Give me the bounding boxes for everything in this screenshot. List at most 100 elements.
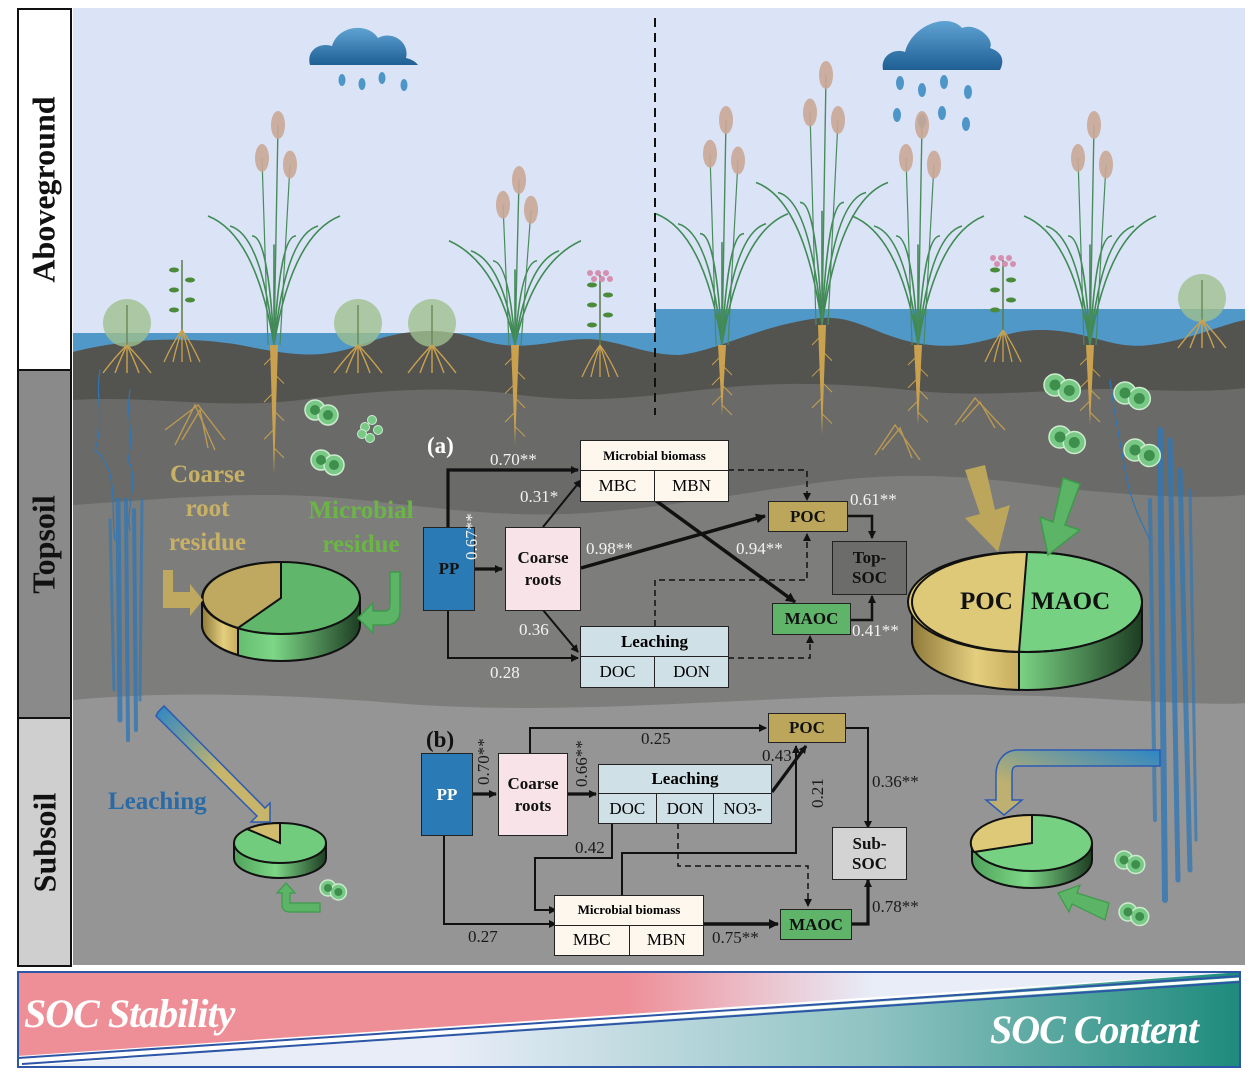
arrow-root-to-big-pie bbox=[965, 465, 1010, 552]
path-b-pp-microbial bbox=[443, 836, 557, 928]
side-label-subsoil: Subsoil bbox=[17, 717, 72, 967]
node-b-poc: POC bbox=[768, 713, 846, 743]
shrub-plant bbox=[333, 299, 383, 374]
water-channel-left bbox=[94, 369, 144, 742]
reed-plant bbox=[851, 111, 985, 425]
side-label-topsoil: Topsoil bbox=[17, 369, 72, 719]
pie-subsoil-left bbox=[233, 821, 327, 879]
arrow-root-to-pie bbox=[163, 570, 203, 616]
reed-plant bbox=[655, 106, 789, 416]
path-a-maoc-soc bbox=[850, 595, 876, 622]
big-pie-maoc-label: MAOC bbox=[1031, 588, 1111, 615]
node-a-leaching: Leaching DOC DON bbox=[580, 626, 729, 688]
cloud-heavy-rain-icon bbox=[882, 21, 1003, 131]
node-b-don: DON bbox=[657, 794, 715, 823]
panel-a-label: (a) bbox=[427, 433, 454, 458]
coef-b-coarse-leaching: 0.66** bbox=[572, 740, 591, 787]
microbial-residue-label: Microbial residue bbox=[308, 497, 414, 558]
coef-a-coarse-microbial: 0.31* bbox=[520, 487, 559, 506]
path-b-coarse-poc bbox=[529, 724, 767, 753]
shrub-plant bbox=[102, 299, 152, 374]
soil-subsoil bbox=[73, 694, 1245, 965]
reed-plant bbox=[1023, 111, 1157, 425]
coef-b-maoc-soc: 0.78** bbox=[872, 897, 919, 916]
path-a-leaching-maoc-dashed bbox=[728, 635, 814, 659]
coarse-root-residue-label: Coarse root residue bbox=[168, 461, 247, 556]
node-a-leaching-title: Leaching bbox=[581, 627, 728, 657]
node-b-pp: PP bbox=[421, 753, 473, 836]
path-b-leaching-microbial bbox=[534, 823, 613, 914]
path-b-poc-soc bbox=[846, 727, 872, 829]
herb-plant bbox=[163, 260, 201, 363]
microbe-icon bbox=[1043, 373, 1082, 403]
arrow-microbe-to-pie bbox=[356, 571, 401, 635]
side-label-aboveground: Aboveground bbox=[17, 8, 72, 371]
node-a-microbial-title: Microbial biomass bbox=[581, 441, 728, 471]
path-a-poc-soc bbox=[848, 514, 876, 539]
node-b-leaching: Leaching DOC DON NO3- bbox=[598, 764, 772, 824]
microbe-icon bbox=[1114, 850, 1146, 875]
coef-b-pp-coarse: 0.70** bbox=[474, 738, 493, 785]
coef-b-leaching-poc: 0.43 bbox=[762, 746, 792, 765]
leaching-label: Leaching bbox=[108, 788, 207, 815]
path-b-don-maoc-dashed bbox=[677, 823, 812, 907]
herb-plant bbox=[984, 255, 1022, 363]
arrow-microbe-to-big-pie bbox=[1038, 477, 1082, 557]
node-b-doc: DOC bbox=[599, 794, 657, 823]
node-a-maoc: MAOC bbox=[772, 603, 851, 635]
node-b-coarse-roots: Coarse roots bbox=[498, 753, 568, 836]
path-a-leaching-poc-dashed bbox=[654, 533, 811, 626]
path-a-pp-leaching bbox=[447, 610, 579, 662]
coef-b-poc-soc: 0.36** bbox=[872, 772, 919, 791]
reed-plant bbox=[448, 166, 582, 445]
microbes bbox=[304, 373, 1162, 927]
microbe-icon bbox=[319, 879, 348, 901]
banner-soc-content: SOC Content bbox=[990, 1007, 1199, 1052]
root-residue bbox=[164, 396, 1006, 461]
reed-plant bbox=[207, 111, 341, 475]
pie-topsoil-right bbox=[906, 550, 1143, 692]
node-b-microbial-title: Microbial biomass bbox=[555, 896, 703, 926]
microbe-icon bbox=[304, 399, 339, 426]
coef-a-microbial-maoc: 0.94** bbox=[736, 539, 783, 558]
shrub-plant bbox=[407, 299, 457, 374]
node-b-mbc: MBC bbox=[555, 925, 630, 955]
coef-a-coarse-leaching: 0.36 bbox=[519, 620, 549, 639]
shrub-plant bbox=[1177, 274, 1227, 349]
herb-plant bbox=[581, 270, 619, 378]
microbe-icon bbox=[1118, 902, 1150, 927]
banner-soc-stability: SOC Stability bbox=[24, 991, 235, 1036]
microbe-icon bbox=[1123, 438, 1162, 468]
coef-a-poc-soc: 0.61** bbox=[850, 490, 897, 509]
coef-a-maoc-soc: 0.41** bbox=[852, 621, 899, 640]
coef-a-pp-microbial: 0.70** bbox=[490, 450, 537, 469]
microbe-icon bbox=[1113, 381, 1152, 411]
node-b-sub-soc: Sub- SOC bbox=[832, 827, 907, 880]
panel-b-paths bbox=[443, 724, 872, 929]
node-b-maoc: MAOC bbox=[780, 909, 852, 940]
node-a-doc: DOC bbox=[581, 657, 655, 687]
path-b-leaching-poc bbox=[770, 745, 808, 793]
panel-a-paths bbox=[446, 466, 876, 662]
leaching-arrow-left bbox=[155, 704, 271, 823]
coef-b-microbial-poc: 0.21 bbox=[808, 778, 827, 808]
node-a-mbn: MBN bbox=[672, 476, 711, 495]
node-a-pp: PP bbox=[423, 527, 475, 611]
microbe-icon bbox=[1048, 425, 1087, 455]
panel-b-label: (b) bbox=[426, 727, 455, 752]
coef-b-pp-microbial: 0.27 bbox=[468, 927, 498, 946]
arrow-microbe-to-subsoil-right-pie bbox=[1057, 883, 1110, 921]
coef-b-leaching-microbial: 0.42 bbox=[575, 838, 605, 857]
plants bbox=[102, 61, 1227, 475]
path-a-coarse-microbial bbox=[542, 479, 582, 528]
path-b-maoc-soc bbox=[850, 879, 872, 926]
node-a-coarse-roots: Coarse roots bbox=[505, 527, 581, 611]
microbe-icon bbox=[310, 449, 345, 476]
coef-b-coarse-poc: 0.25 bbox=[641, 729, 671, 748]
path-a-coarse-poc bbox=[580, 513, 766, 570]
node-b-no3: NO3- bbox=[723, 798, 763, 818]
coef-b-microbial-maoc: 0.75** bbox=[712, 928, 759, 947]
node-b-microbial-biomass: Microbial biomass MBC MBN bbox=[554, 895, 704, 956]
leaching-arrow-right bbox=[983, 749, 1161, 816]
